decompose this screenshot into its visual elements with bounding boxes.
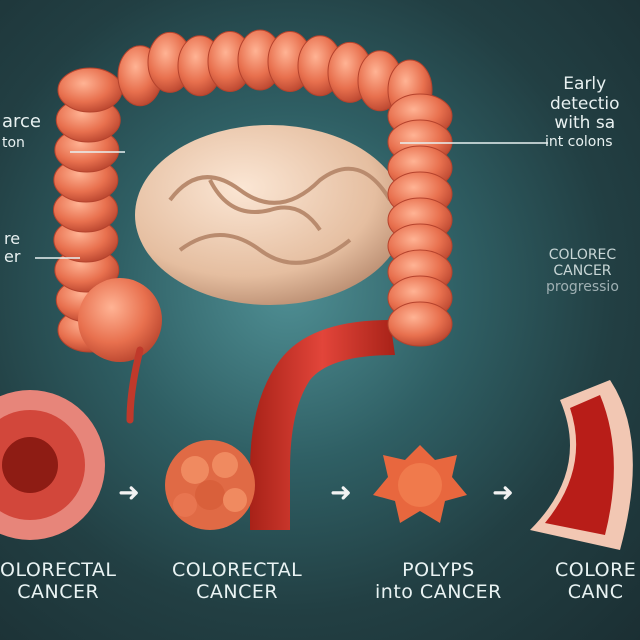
label-line-text: CANCER bbox=[553, 263, 612, 280]
caption-line: CANC bbox=[567, 580, 624, 603]
label-line-text: with sa bbox=[554, 113, 616, 134]
caption-line: CANCER bbox=[17, 580, 100, 603]
label-line-text: re bbox=[4, 229, 21, 248]
caption-line: COLORE bbox=[555, 559, 637, 581]
colon-segment bbox=[57, 67, 123, 113]
caption-line: CANCER bbox=[196, 580, 279, 603]
label-line-text: arce bbox=[2, 111, 42, 132]
colon-segment bbox=[387, 301, 453, 347]
left-label-top: arce ton bbox=[2, 111, 42, 151]
caption-line: POLYPS bbox=[402, 559, 475, 581]
colon-cross-section bbox=[0, 390, 105, 540]
label-line-text: COLOREC bbox=[548, 247, 617, 263]
caption-line: into CANCER bbox=[375, 580, 502, 603]
polyp-tumor bbox=[373, 445, 467, 523]
label-line-text: Early bbox=[563, 74, 607, 94]
appendix bbox=[126, 346, 144, 424]
large-intestine bbox=[53, 29, 453, 362]
label-line-text: ton bbox=[2, 134, 25, 151]
arrow-right-icon: ➜ bbox=[118, 478, 140, 508]
caption-line: COLORECTAL bbox=[172, 559, 303, 581]
arrow-right-icon: ➜ bbox=[492, 478, 514, 508]
polyp-cluster bbox=[165, 440, 255, 530]
right-label-early-detection: Early detectio with sa int colons bbox=[545, 74, 620, 150]
small-intestine bbox=[135, 125, 405, 305]
label-line-text: int colons bbox=[544, 133, 613, 150]
label-line-text: detectio bbox=[550, 93, 620, 114]
arrow-right-icon: ➜ bbox=[330, 478, 352, 508]
label-line-text: er bbox=[4, 247, 21, 267]
rectum bbox=[250, 320, 395, 530]
cancerous-tissue bbox=[530, 380, 633, 550]
caption-line: OLORECTAL bbox=[0, 559, 117, 581]
left-label-bottom: re er bbox=[4, 229, 21, 267]
label-line-text: progressio bbox=[546, 279, 619, 296]
cecum bbox=[78, 278, 162, 362]
right-label-progression: COLOREC CANCER progressio bbox=[546, 247, 619, 295]
